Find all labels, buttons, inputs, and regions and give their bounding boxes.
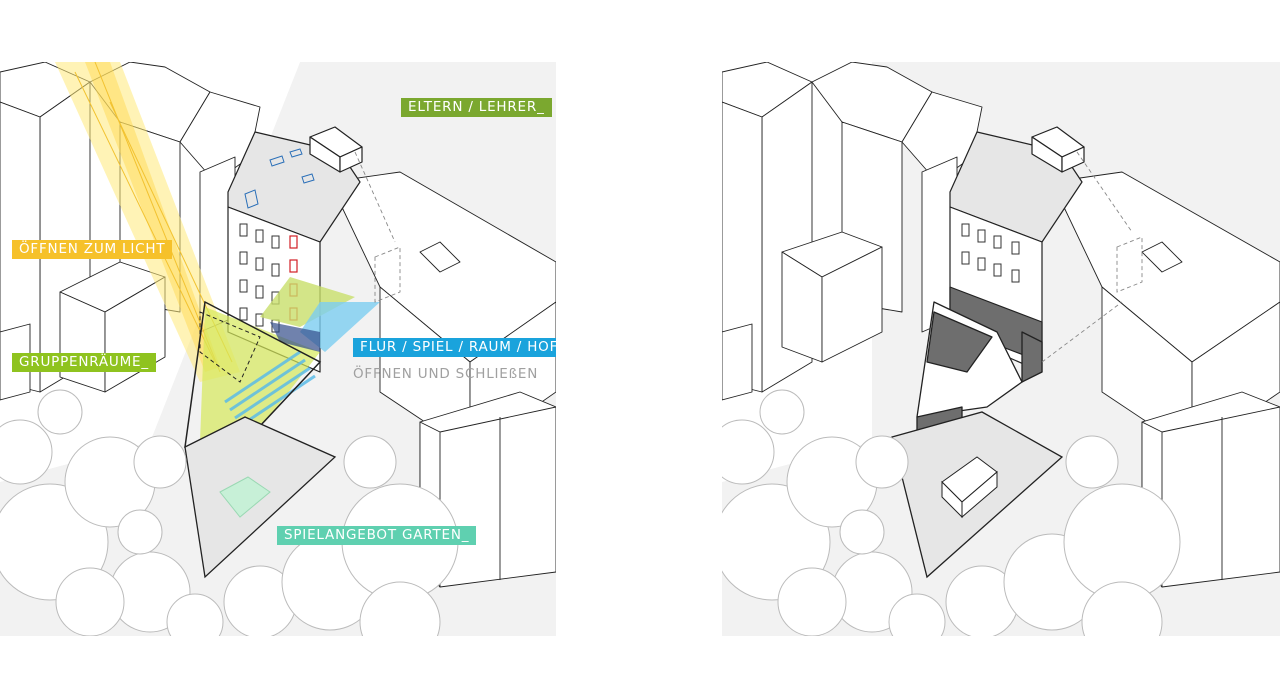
trees [0, 389, 459, 636]
facade-windows [239, 223, 280, 333]
zone-dark-blue [270, 322, 320, 352]
label-spielangebot: SPIELANGEBOT GARTEN_ [277, 526, 477, 545]
axonometric-drawing-left [0, 62, 556, 636]
label-flur-spiel: FLUR / SPIEL / RAUM / HOF_ [353, 338, 556, 357]
stair-pattern [224, 350, 316, 428]
label-oeffnen-licht: ÖFFNEN ZUM LICHT [12, 240, 173, 259]
garden-pavilion [941, 456, 998, 519]
label-gruppenraeume: GRUPPENRÄUME_ [12, 353, 156, 372]
sunlight-rays [55, 62, 240, 382]
garden-play-area [219, 476, 271, 518]
neighbor-buildings [722, 62, 1280, 588]
diagram-right [722, 62, 1280, 636]
roof-windows [244, 148, 315, 209]
new-building-volume [916, 301, 1043, 443]
label-oeffnen-schliessen: ÖFFNEN UND SCHLIEßEN [353, 366, 539, 382]
axonometric-drawing-right [722, 62, 1280, 636]
facade-windows [961, 223, 1020, 283]
ghost-volume [1041, 151, 1143, 363]
label-eltern-lehrer: ELTERN / LEHRER_ [401, 98, 552, 117]
diagram-left: ELTERN / LEHRER_ ÖFFNEN ZUM LICHT GRUPPE… [0, 62, 556, 636]
zone-eltern [260, 277, 355, 327]
ghost-volume [354, 151, 401, 303]
trees [722, 389, 1181, 636]
